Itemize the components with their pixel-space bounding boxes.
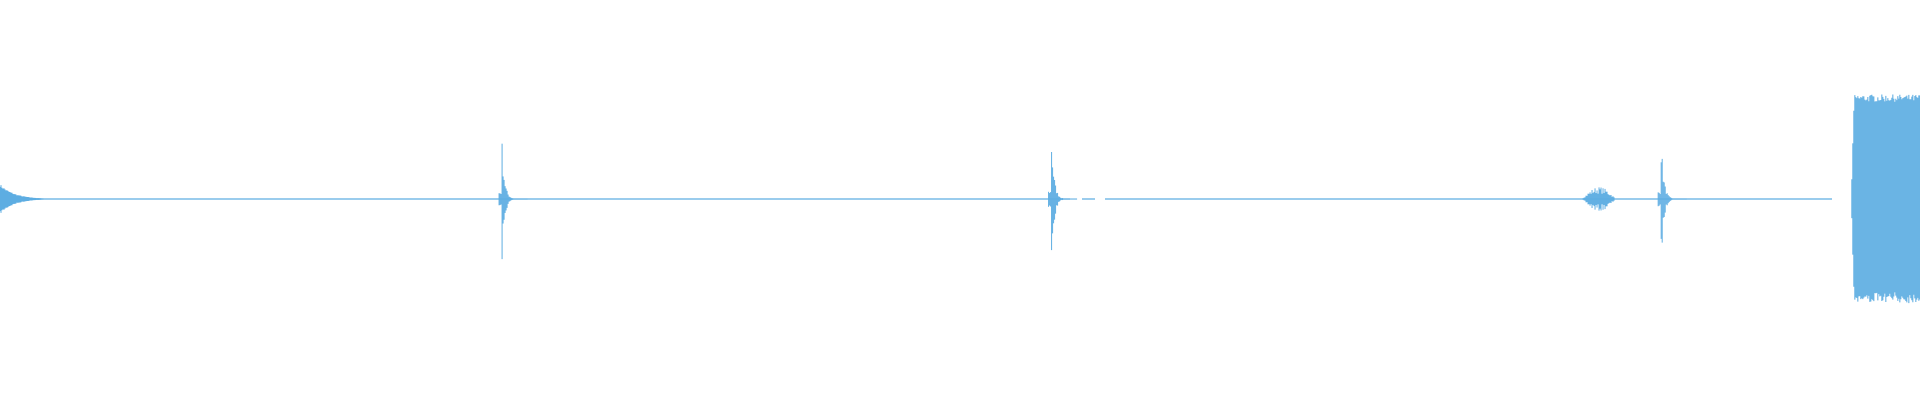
waveform-track <box>0 94 1920 304</box>
